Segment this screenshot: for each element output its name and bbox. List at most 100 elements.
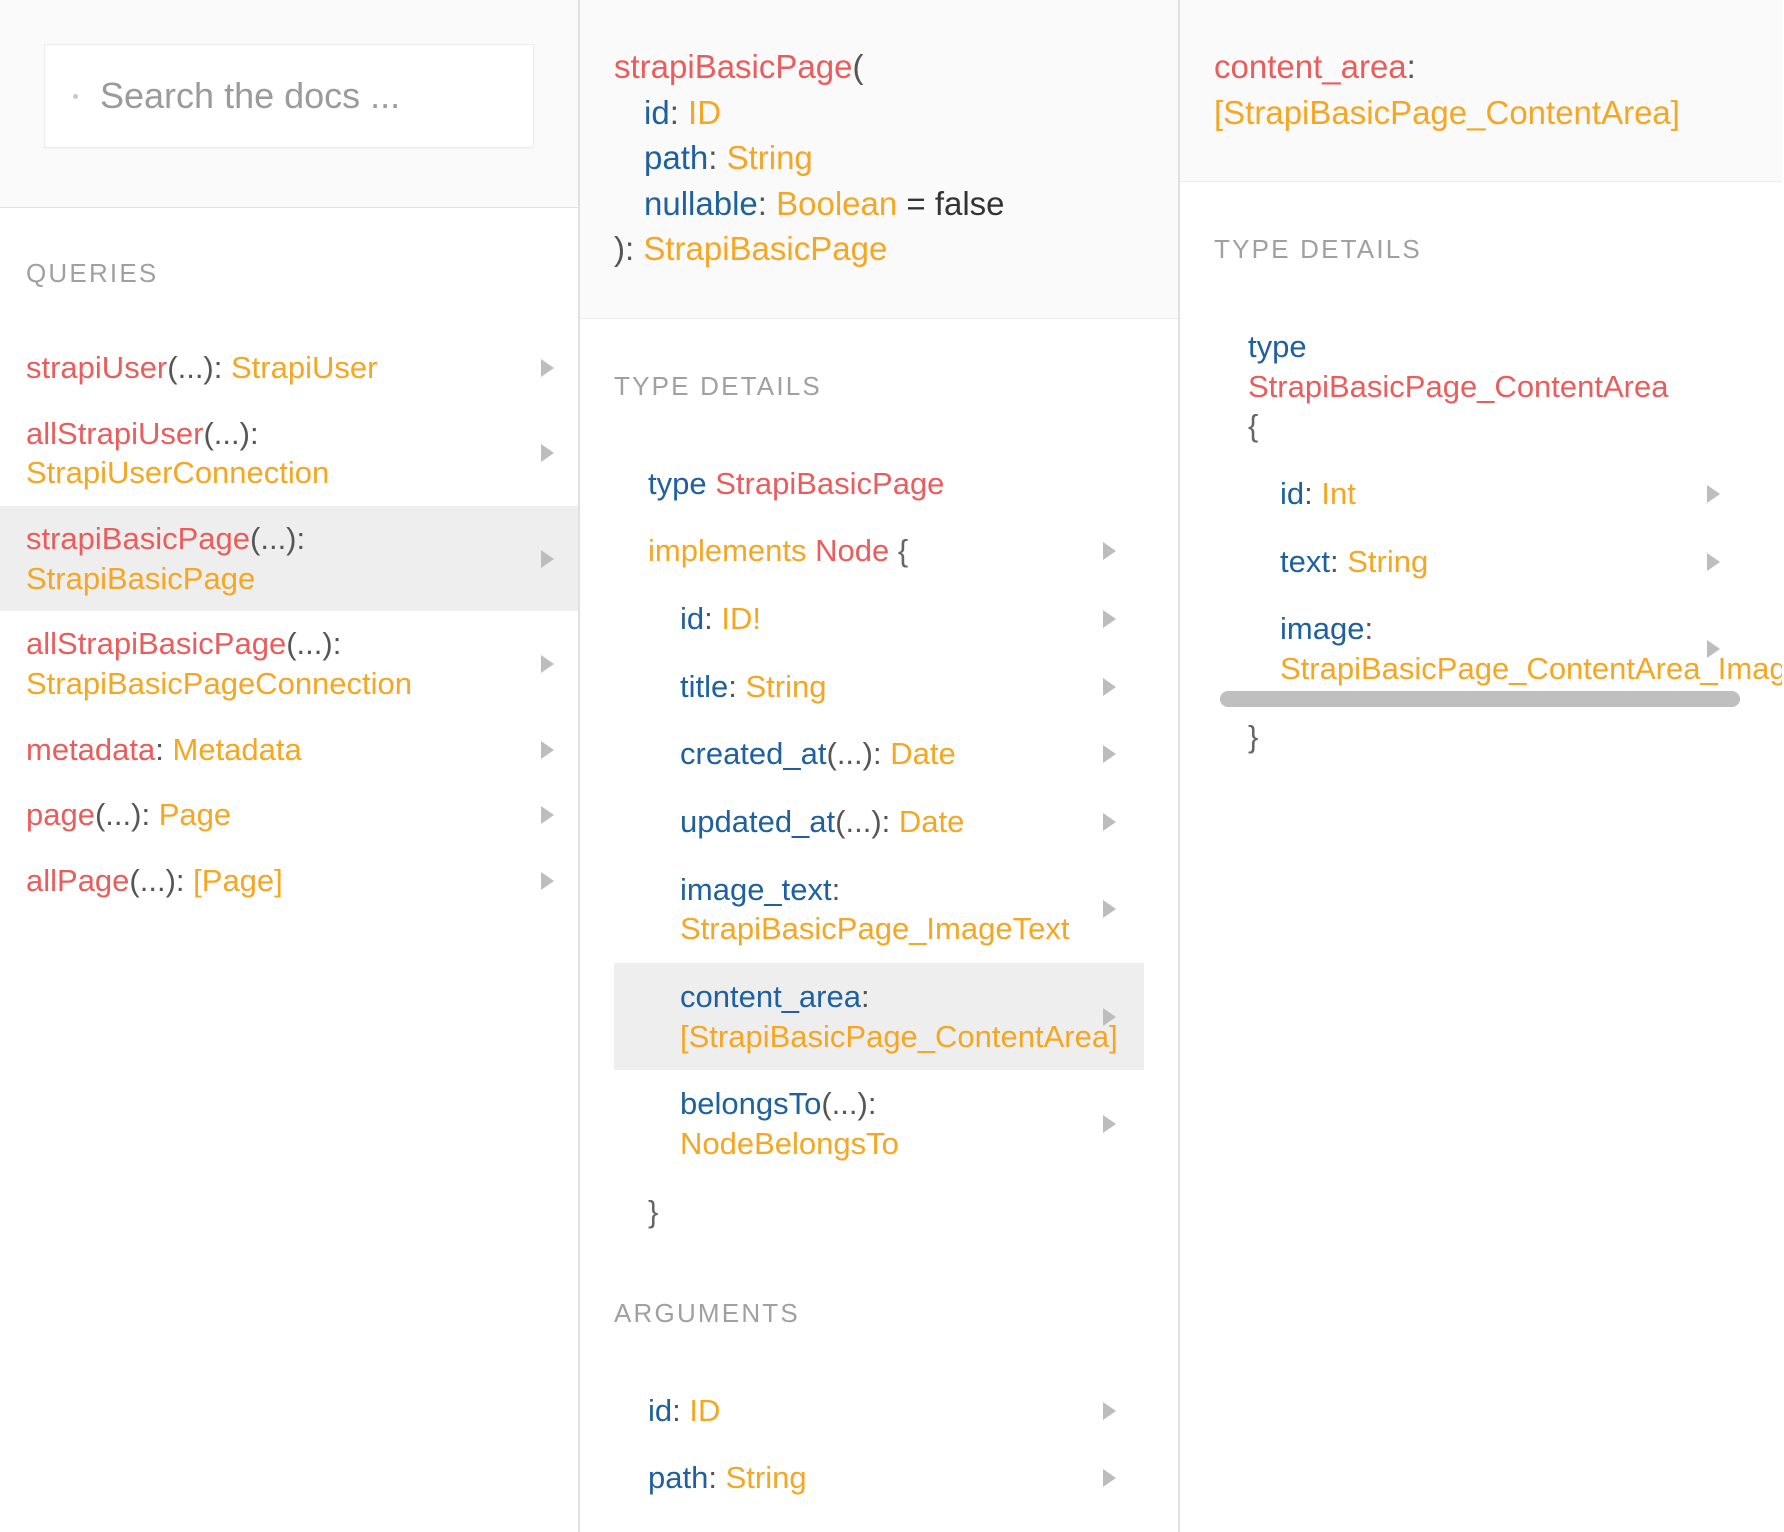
argument-colon: : (708, 1460, 726, 1496)
search-input[interactable] (98, 74, 533, 118)
argument-type[interactable]: Boolean (772, 1528, 886, 1532)
type-field-type[interactable]: Date (890, 736, 956, 772)
query-item-name[interactable]: metadata (26, 731, 156, 767)
argument-name[interactable]: path (648, 1460, 709, 1496)
type-field-updated_at[interactable]: updated_at(...): Date (614, 788, 1144, 856)
chevron-right-icon[interactable] (541, 806, 554, 825)
content-area-field-type[interactable]: Int (1321, 476, 1356, 512)
content-area-field-type[interactable]: String (1347, 543, 1429, 579)
chevron-right-icon[interactable] (1103, 900, 1116, 919)
query-item-metadata[interactable]: metadata: Metadata (0, 717, 578, 783)
chevron-right-icon[interactable] (1103, 1115, 1116, 1134)
type-field-id[interactable]: id: ID! (614, 585, 1144, 653)
type-field-type[interactable]: ID! (721, 601, 761, 636)
implements-line[interactable]: implements Node { (614, 517, 1144, 585)
signature-field-name[interactable]: strapiBasicPage (614, 48, 853, 85)
signature-return-type[interactable]: StrapiBasicPage (643, 230, 888, 268)
type-field-type[interactable]: [StrapiBasicPage_ContentArea] (680, 1018, 1118, 1054)
type-field-type[interactable]: NodeBelongsTo (680, 1126, 899, 1162)
content-area-field-name[interactable]: image (1280, 611, 1365, 647)
chevron-right-icon[interactable] (541, 358, 554, 377)
chevron-right-icon[interactable] (1707, 640, 1720, 659)
content-area-type[interactable]: [StrapiBasicPage_ContentArea] (1214, 93, 1680, 131)
right-open-brace: { (1248, 408, 1259, 444)
query-item-name[interactable]: page (26, 797, 95, 833)
query-item-type[interactable]: Page (158, 797, 232, 833)
chevron-right-icon[interactable] (541, 740, 554, 759)
content-area-field-text[interactable]: text: String (1214, 528, 1748, 596)
type-field-name[interactable]: updated_at (680, 804, 836, 840)
chevron-right-icon[interactable] (1707, 484, 1720, 503)
chevron-right-icon[interactable] (1103, 1469, 1116, 1488)
type-field-type[interactable]: StrapiBasicPage_ImageText (680, 911, 1070, 947)
query-item-type[interactable]: StrapiUser (231, 350, 378, 385)
type-field-content_area[interactable]: content_area:[StrapiBasicPage_ContentAre… (614, 963, 1144, 1071)
query-item-page[interactable]: page(...): Page (0, 782, 578, 848)
argument-nullable[interactable]: nullable: Boolean = false = false (614, 1512, 1144, 1532)
argument-type[interactable]: String (725, 1460, 807, 1496)
query-item-name[interactable]: allPage (26, 863, 130, 899)
type-field-name[interactable]: title (680, 668, 729, 704)
chevron-right-icon[interactable] (541, 549, 554, 568)
type-field-name[interactable]: created_at (680, 736, 827, 772)
implements-interface-name[interactable]: Node (815, 533, 890, 569)
chevron-right-icon[interactable] (1103, 1401, 1116, 1420)
right-type-name[interactable]: StrapiBasicPage_ContentArea (1248, 368, 1669, 404)
search-box[interactable] (44, 44, 534, 148)
signature-arg-type[interactable]: Boolean (776, 184, 898, 222)
signature-arg-path: path: String (614, 135, 1144, 181)
chevron-right-icon[interactable] (1103, 677, 1116, 696)
argument-type[interactable]: ID (689, 1392, 721, 1428)
chevron-right-icon[interactable] (541, 444, 554, 463)
query-item-allPage[interactable]: allPage(...): [Page] (0, 848, 578, 914)
type-field-name[interactable]: belongsTo (680, 1086, 822, 1122)
query-item-allStrapiBasicPage[interactable]: allStrapiBasicPage(...): StrapiBasicPage… (0, 611, 578, 716)
type-name[interactable]: StrapiBasicPage (715, 465, 945, 501)
query-item-name[interactable]: strapiBasicPage (26, 521, 251, 557)
type-field-type[interactable]: String (745, 668, 827, 704)
content-area-field-name[interactable]: text (1280, 543, 1330, 579)
content-area-field-name[interactable]: content_area (1214, 48, 1407, 85)
argument-id[interactable]: id: ID (614, 1377, 1144, 1445)
chevron-right-icon[interactable] (1103, 1007, 1116, 1026)
argument-path[interactable]: path: String (614, 1444, 1144, 1512)
query-item-strapiUser[interactable]: strapiUser(...): StrapiUser (0, 335, 578, 401)
argument-name[interactable]: id (648, 1392, 673, 1428)
chevron-right-icon[interactable] (1103, 745, 1116, 764)
type-field-name[interactable]: id (680, 601, 705, 636)
signature-arg-type[interactable]: String (726, 139, 813, 177)
query-item-type[interactable]: Metadata (172, 731, 302, 767)
chevron-right-icon[interactable] (1103, 609, 1116, 628)
query-item-name[interactable]: allStrapiBasicPage (26, 626, 287, 662)
content-area-field-name[interactable]: id (1280, 476, 1305, 512)
query-item-type[interactable]: StrapiBasicPageConnection (26, 666, 413, 702)
type-field-belongsTo[interactable]: belongsTo(...): NodeBelongsTo (614, 1070, 1144, 1177)
type-field-colon: : (867, 1086, 877, 1122)
content-area-field-type[interactable]: StrapiBasicPage_ContentArea_Image (1280, 651, 1782, 687)
chevron-right-icon[interactable] (1707, 552, 1720, 571)
query-item-type[interactable]: [Page] (193, 863, 283, 899)
query-item-type[interactable]: StrapiUserConnection (26, 455, 330, 491)
type-field-name[interactable]: content_area (680, 979, 861, 1015)
chevron-right-icon[interactable] (1103, 542, 1116, 561)
type-field-title[interactable]: title: String (614, 653, 1144, 721)
content-area-field-image[interactable]: image:StrapiBasicPage_ContentArea_Image (1214, 595, 1782, 702)
type-field-args: (...) (835, 804, 882, 840)
signature-arg-type[interactable]: ID (688, 93, 722, 131)
horizontal-scrollbar[interactable] (1220, 690, 1740, 707)
type-field-image_text[interactable]: image_text:StrapiBasicPage_ImageText (614, 856, 1144, 963)
type-field-name[interactable]: image_text (680, 871, 832, 907)
query-item-strapiBasicPage[interactable]: strapiBasicPage(...): StrapiBasicPage (0, 506, 578, 612)
query-item-name[interactable]: strapiUser (26, 350, 168, 385)
chevron-right-icon[interactable] (541, 655, 554, 674)
query-item-allStrapiUser[interactable]: allStrapiUser(...): StrapiUserConnection (0, 401, 578, 506)
type-field-created_at[interactable]: created_at(...): Date (614, 720, 1144, 788)
chevron-right-icon[interactable] (541, 871, 554, 890)
query-item-type[interactable]: StrapiBasicPage (26, 560, 256, 596)
right-type-declaration-line: type StrapiBasicPage_ContentArea { (1214, 313, 1748, 460)
type-field-type[interactable]: Date (898, 804, 965, 840)
argument-name[interactable]: nullable (648, 1528, 755, 1532)
query-item-name[interactable]: allStrapiUser (26, 415, 204, 451)
content-area-field-id[interactable]: id: Int (1214, 460, 1748, 528)
chevron-right-icon[interactable] (1103, 812, 1116, 831)
